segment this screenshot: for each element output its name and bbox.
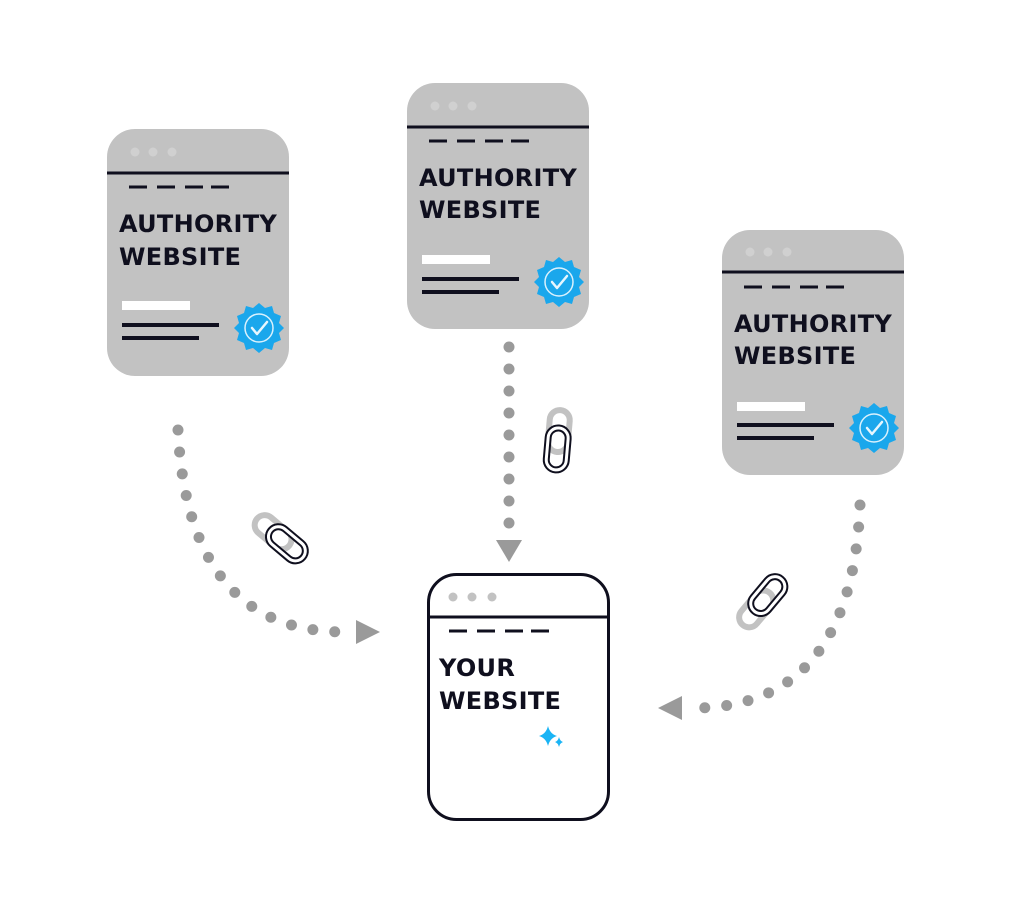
dotted-connector-left xyxy=(172,424,351,638)
card-title-line2: WEBSITE xyxy=(439,687,561,715)
arrow-head-icon xyxy=(658,696,682,720)
chain-link-icon xyxy=(735,573,789,632)
chain-link-icon xyxy=(251,511,310,565)
arrow-head-icon xyxy=(356,620,380,644)
arrow-head-icon xyxy=(496,540,522,562)
card-title-line2: WEBSITE xyxy=(419,196,541,224)
your-website-card: YOUR WEBSITE xyxy=(427,573,610,821)
chain-link-icon xyxy=(545,409,570,471)
card-title-line2: WEBSITE xyxy=(734,342,856,370)
authority-website-card: AUTHORITY WEBSITE xyxy=(107,129,289,376)
card-title-line1: AUTHORITY xyxy=(119,210,277,238)
dotted-connector-right xyxy=(690,499,866,714)
card-title-line1: AUTHORITY xyxy=(734,310,892,338)
authority-website-card: AUTHORITY WEBSITE xyxy=(722,230,904,475)
card-title-line1: YOUR xyxy=(438,654,515,682)
authority-website-card: AUTHORITY WEBSITE xyxy=(407,83,589,329)
card-title-line1: AUTHORITY xyxy=(419,164,577,192)
sparkle-icon xyxy=(539,726,563,747)
card-title-line2: WEBSITE xyxy=(119,243,241,271)
